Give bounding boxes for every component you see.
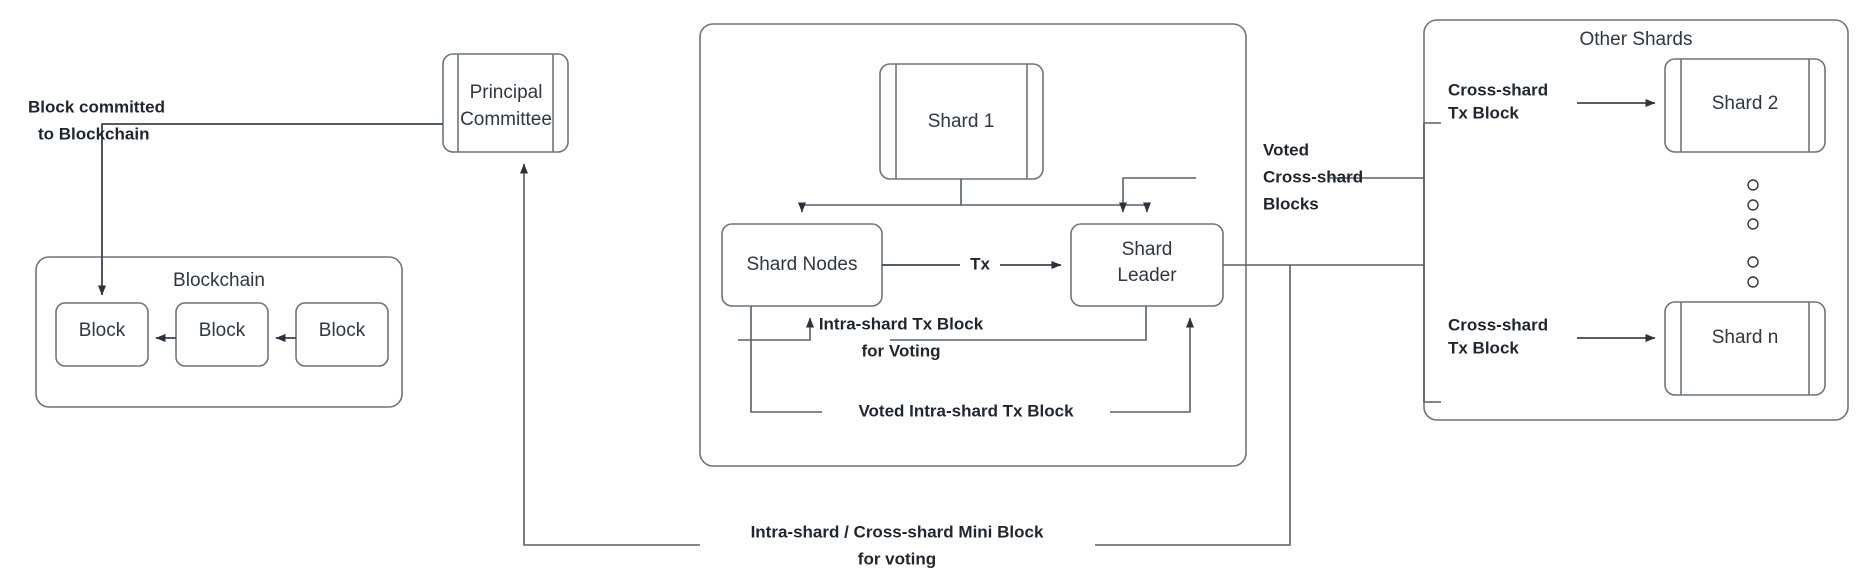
ellipsis-dot-2: [1747, 199, 1759, 211]
edge-voted-cross-label-line2: Cross-shard: [1263, 167, 1363, 186]
edge-cross-shard-bottom-label-line2: Tx Block: [1448, 338, 1519, 357]
shard-2-box[interactable]: [1664, 58, 1826, 153]
edge-voted-intra-label: Voted Intra-shard Tx Block: [858, 401, 1074, 420]
edge-mini-block-for-voting: Intra-shard / Cross-shard Mini Block for…: [520, 163, 1291, 568]
shard-n-box[interactable]: [1664, 301, 1826, 396]
edge-block-committed-label-line2: to Blockchain: [38, 124, 149, 143]
ellipsis-dot-5: [1747, 276, 1759, 288]
edge-block-committed-path: [98, 123, 443, 296]
edge-shard1-to-shardnodes-path: [798, 179, 962, 213]
edge-mini-block-left-seg: [520, 163, 700, 546]
block-3-box[interactable]: [295, 302, 389, 367]
edge-voted-cross-shard-blocks: Voted Cross-shard Blocks: [1119, 140, 1424, 213]
shard-ellipsis-lower: [1747, 256, 1759, 288]
edge-mini-block-label-line1: Intra-shard / Cross-shard Mini Block: [751, 522, 1044, 541]
shard-2-node[interactable]: Shard 2: [1664, 58, 1826, 153]
shard-leader-label-line1: Shard: [1122, 239, 1173, 260]
edge-voted-cross-label-line3: Blocks: [1263, 194, 1319, 213]
shard-leader-label-line2: Leader: [1117, 265, 1177, 286]
block-2-box[interactable]: [175, 302, 269, 367]
edge-mini-block-label-line2: for voting: [858, 549, 936, 568]
edge-cross-shard-tx-block-bottom: Cross-shard Tx Block: [1448, 315, 1656, 357]
shard-2-label: Shard 2: [1712, 93, 1779, 114]
edge-shard1-to-shardleader: [961, 202, 1151, 213]
principal-committee-label-line2: Committee: [460, 109, 552, 130]
block-1-label: Block: [79, 320, 126, 341]
edge-intra-shard-left-seg: [738, 317, 814, 341]
ellipsis-dot-4: [1747, 256, 1759, 268]
shard-leader-node[interactable]: Shard Leader: [1070, 223, 1224, 307]
edge-voted-cross-left-seg: [1119, 177, 1196, 213]
edge-shard1-to-shardleader-path: [961, 202, 1151, 213]
shard-nodes-label: Shard Nodes: [747, 254, 858, 275]
edge-cross-shard-tx-block-top: Cross-shard Tx Block: [1448, 80, 1656, 122]
principal-committee-box[interactable]: [442, 53, 569, 153]
edge-intra-shard-label-line2: for Voting: [862, 341, 941, 360]
edge-voted-intra-shard-tx-block: Voted Intra-shard Tx Block: [750, 306, 1194, 420]
edge-cross-shard-top-label-line2: Tx Block: [1448, 103, 1519, 122]
principal-committee-node[interactable]: Principal Committee: [442, 53, 569, 153]
other-shards-fanout-overlay: [1423, 122, 1441, 403]
edge-tx-label: Tx: [970, 254, 990, 273]
shard-nodes-node[interactable]: Shard Nodes: [721, 223, 883, 307]
shard-ellipsis-upper: [1747, 179, 1759, 230]
ellipsis-dot-3: [1747, 218, 1759, 230]
edge-cross-shard-top-label-line1: Cross-shard: [1448, 80, 1548, 99]
principal-committee-label-line1: Principal: [470, 82, 543, 103]
edge-voted-cross-label-line1: Voted: [1263, 140, 1309, 159]
shard-1-node[interactable]: Shard 1: [879, 63, 1044, 180]
edge-tx: Tx: [882, 254, 1062, 273]
edge-voted-intra-right-seg: [1110, 317, 1194, 413]
shard-n-label: Shard n: [1712, 327, 1779, 348]
shard-1-label: Shard 1: [928, 111, 995, 132]
edge-voted-intra-left-seg: [750, 306, 822, 413]
blockchain-group: Blockchain Block Block Block: [35, 256, 403, 408]
ellipsis-dot-1: [1747, 179, 1759, 191]
block-2-label: Block: [199, 320, 246, 341]
edge-cross-shard-bottom-label-line1: Cross-shard: [1448, 315, 1548, 334]
edge-intra-shard-right-seg: [890, 306, 1147, 341]
edge-intra-shard-label-line1: Intra-shard Tx Block: [819, 314, 984, 333]
edge-block-committed-to-blockchain: Block committed to Blockchain: [28, 97, 443, 296]
edge-intra-shard-tx-block-for-voting: Intra-shard Tx Block for Voting: [738, 306, 1147, 360]
block-3-label: Block: [319, 320, 366, 341]
shard-container-border: [699, 23, 1247, 467]
blockchain-group-label: Blockchain: [173, 270, 265, 291]
edge-mini-block-right-seg: [1095, 265, 1291, 546]
other-shards-group-label: Other Shards: [1580, 29, 1693, 50]
edge-shard1-to-shardnodes: [798, 179, 962, 213]
shard-container-group: [699, 23, 1247, 467]
edge-block-committed-label-line1: Block committed: [28, 97, 165, 116]
block-1-box[interactable]: [55, 302, 149, 367]
shard-n-node[interactable]: Shard n: [1664, 301, 1826, 396]
